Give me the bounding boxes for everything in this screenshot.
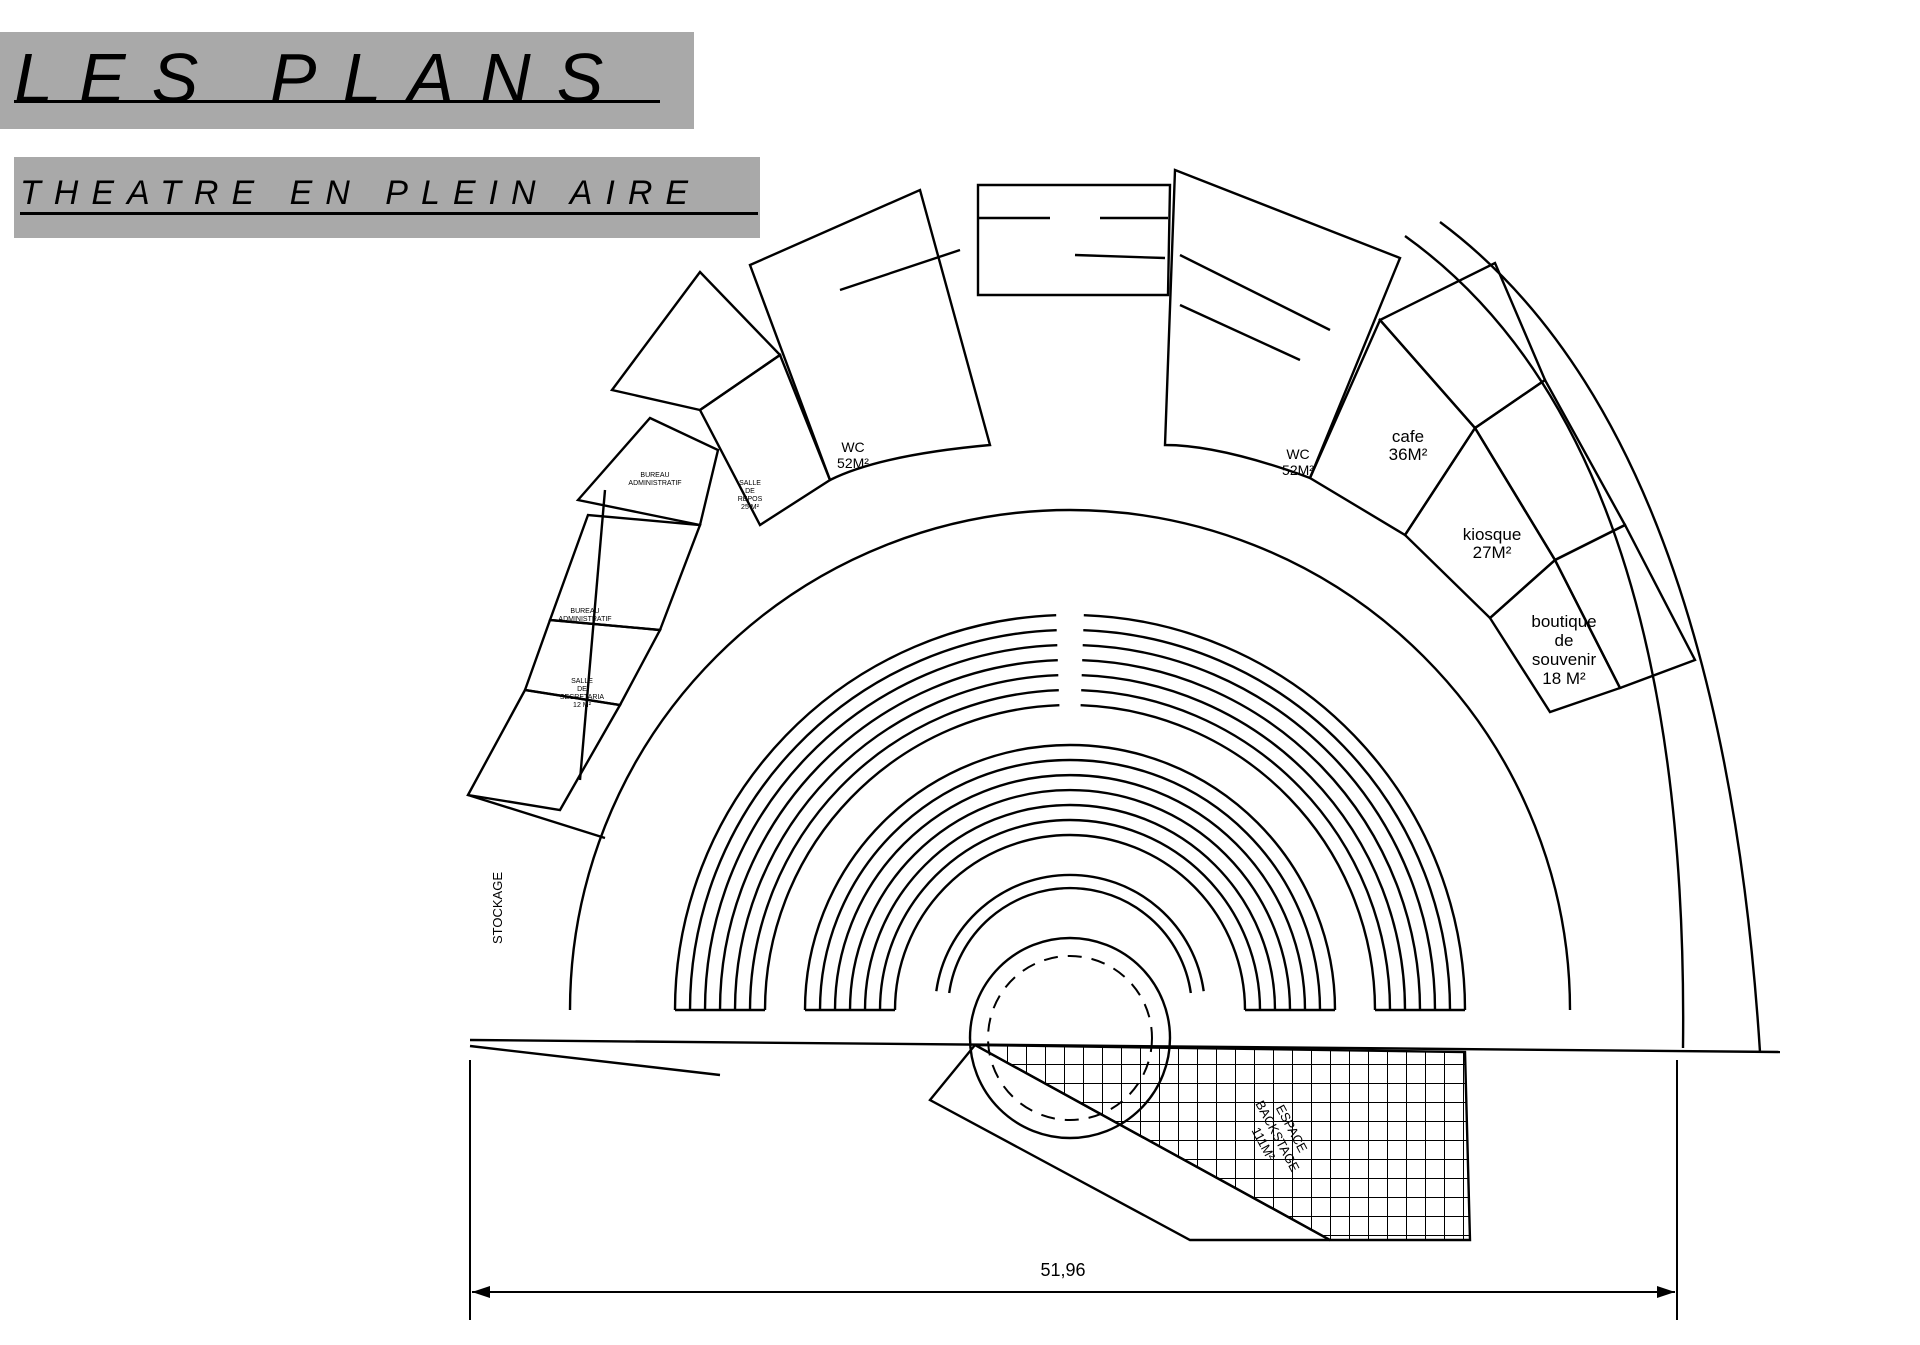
label-line: SECRETARIA <box>560 694 605 701</box>
outer-seating-boundary <box>568 508 1572 1011</box>
label-line: SALLE <box>571 678 593 685</box>
stage-inner-dashed <box>987 955 1153 1121</box>
outer-curved-wall <box>1439 221 1762 1053</box>
upper-row-left <box>763 704 1060 1011</box>
upper-row-right <box>1080 704 1377 1011</box>
label-line: 52M² <box>837 455 869 471</box>
label-line: 52M² <box>1282 462 1314 478</box>
label-line: 27M² <box>1473 543 1512 562</box>
lower-row <box>878 818 1262 1011</box>
label-line: ADMINISTRATIF <box>628 480 681 487</box>
ground-line-left <box>469 1044 721 1077</box>
upper-row-left <box>748 689 1059 1011</box>
stage-circle <box>968 936 1172 1140</box>
label-line: DE <box>577 686 587 693</box>
upper-row-right <box>1082 644 1437 1011</box>
dimension-label: 51,96 <box>1040 1260 1085 1280</box>
lower-row <box>803 743 1337 1011</box>
salle-repos-room <box>698 353 832 527</box>
entry-room-left <box>609 270 782 412</box>
upper-row-left <box>673 614 1057 1011</box>
wc-left-room <box>748 188 992 482</box>
lower-row <box>833 773 1307 1011</box>
dim-arrow-right <box>1657 1286 1675 1298</box>
storage-room-corner <box>466 688 622 812</box>
lower-row <box>893 833 1247 1011</box>
upper-row-left <box>688 629 1057 1011</box>
lower-row <box>848 788 1292 1011</box>
kiosque-room <box>1403 425 1557 620</box>
label-line: de <box>1555 631 1574 650</box>
upper-row-right <box>1083 614 1467 1011</box>
page-title: LES PLANS <box>14 39 630 117</box>
label-line: 12 M² <box>573 702 592 709</box>
upper-row-left <box>718 659 1058 1011</box>
upper-row-right <box>1082 659 1422 1011</box>
seating-arcs <box>568 508 1572 1012</box>
label-line: WC <box>841 439 864 455</box>
upper-row-left <box>703 644 1058 1011</box>
orchestra-ring-outer <box>935 873 1205 992</box>
subtitle-banner <box>14 157 760 238</box>
wc-right-room <box>1163 168 1402 480</box>
title-underline <box>14 100 660 103</box>
label-line: REPOS <box>738 496 763 503</box>
label-line: boutique <box>1531 612 1596 631</box>
inner-curved-wall <box>1404 235 1685 1049</box>
label-line: WC <box>1286 446 1309 462</box>
lower-row <box>818 758 1322 1011</box>
label-line: 36M² <box>1389 445 1428 464</box>
boutique-room <box>1488 558 1622 714</box>
lower-row <box>863 803 1277 1011</box>
label-stockage: STOCKAGE <box>490 872 505 944</box>
backstage-grid <box>974 1043 1472 1242</box>
label-line: BUREAU <box>640 472 669 479</box>
upper-row-right <box>1081 689 1392 1011</box>
subtitle-underline <box>20 212 758 215</box>
upper-row-right <box>1083 629 1452 1011</box>
label-line: 25 M² <box>741 504 760 511</box>
backstage-edge <box>928 1043 1331 1242</box>
label-line: 18 M² <box>1542 669 1586 688</box>
label-line: souvenir <box>1532 650 1597 669</box>
label-line: kiosque <box>1463 525 1522 544</box>
bureau-room-1 <box>575 416 720 527</box>
title-banner <box>0 32 694 129</box>
label-line: DE <box>745 488 755 495</box>
label-line: SALLE <box>739 480 761 487</box>
central-entrance <box>976 183 1172 297</box>
shop-room-top <box>1378 261 1547 430</box>
upper-row-right <box>1081 674 1407 1011</box>
upper-row-left <box>733 674 1059 1011</box>
label-line: cafe <box>1392 427 1424 446</box>
orchestra-ring-inner <box>948 886 1192 994</box>
dim-arrow-left <box>472 1286 490 1298</box>
label-line: BUREAU <box>570 608 599 615</box>
label-line: ADMINISTRATIF <box>558 616 611 623</box>
page-subtitle: THEATRE EN PLEIN AIRE <box>20 174 702 212</box>
